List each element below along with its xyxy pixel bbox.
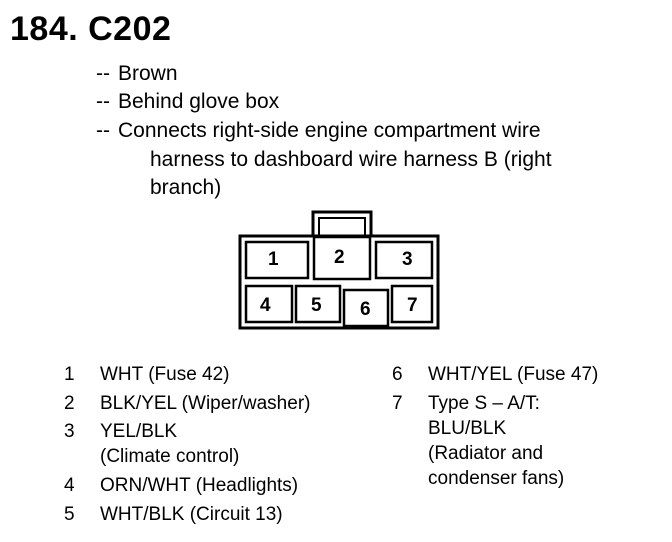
pin-label-1: 1 — [268, 249, 279, 270]
pin-cavity-6 — [342, 288, 390, 328]
detail-text: Brown — [118, 62, 178, 85]
connector-lock-tab-inner — [318, 217, 366, 236]
detail-color: -- Brown — [96, 60, 178, 88]
pin-number: 2 — [64, 393, 75, 414]
pin-description: WHT/BLK (Circuit 13) — [100, 504, 283, 525]
detail-location: -- Behind glove box — [96, 88, 279, 116]
detail-text: Connects right-side engine compartment w… — [118, 119, 541, 142]
pin-cavity-1 — [244, 240, 310, 280]
pin-description-cont: condenser fans) — [428, 468, 565, 489]
pin-number: 7 — [392, 393, 403, 414]
pin-label-3: 3 — [402, 249, 413, 270]
pin-description: BLK/YEL (Wiper/washer) — [100, 393, 311, 414]
pin-description: WHT/YEL (Fuse 47) — [428, 364, 599, 385]
dash-marker: -- — [96, 62, 110, 85]
detail-continuation-1: harness to dashboard wire harness B (rig… — [150, 148, 552, 171]
pin-description: WHT (Fuse 42) — [100, 364, 230, 385]
page-title: 184. C202 — [10, 10, 172, 48]
pin-number: 3 — [64, 421, 75, 442]
pin-list-right: 6 WHT/YEL (Fuse 47) 7 Type S – A/T: BLU/… — [392, 362, 662, 502]
pin-description-cont: (Climate control) — [100, 446, 240, 467]
pin-label-4: 4 — [260, 295, 271, 316]
pin-label-2: 2 — [334, 247, 345, 268]
pin-description: Type S – A/T: — [428, 393, 540, 414]
pin-description-cont: BLU/BLK — [428, 418, 507, 439]
pin-number: 6 — [392, 364, 403, 385]
pin-label-5: 5 — [311, 295, 322, 316]
pin-list-left: 1 WHT (Fuse 42) 2 BLK/YEL (Wiper/washer)… — [64, 362, 384, 532]
connector-lock-tab — [311, 210, 373, 236]
pin-cavity-4 — [244, 284, 294, 324]
pin-number: 4 — [64, 475, 75, 496]
detail-continuation-2: branch) — [150, 176, 222, 199]
pin-description: YEL/BLK — [100, 421, 178, 442]
dash-marker: -- — [96, 119, 110, 142]
pin-label-7: 7 — [407, 295, 418, 316]
pin-description: ORN/WHT (Headlights) — [100, 475, 299, 496]
pin-number: 5 — [64, 504, 75, 525]
pin-label-6: 6 — [360, 299, 371, 320]
pin-number: 1 — [64, 364, 75, 385]
detail-text: Behind glove box — [118, 90, 280, 113]
dash-marker: -- — [96, 90, 110, 113]
detail-connects: -- Connects right-side engine compartment… — [96, 117, 541, 145]
pin-cavity-2 — [312, 235, 372, 281]
pin-cavity-3 — [374, 240, 434, 280]
pin-cavity-7 — [390, 284, 434, 324]
pin-cavity-5 — [294, 284, 342, 324]
pin-description-cont: (Radiator and — [428, 443, 544, 464]
